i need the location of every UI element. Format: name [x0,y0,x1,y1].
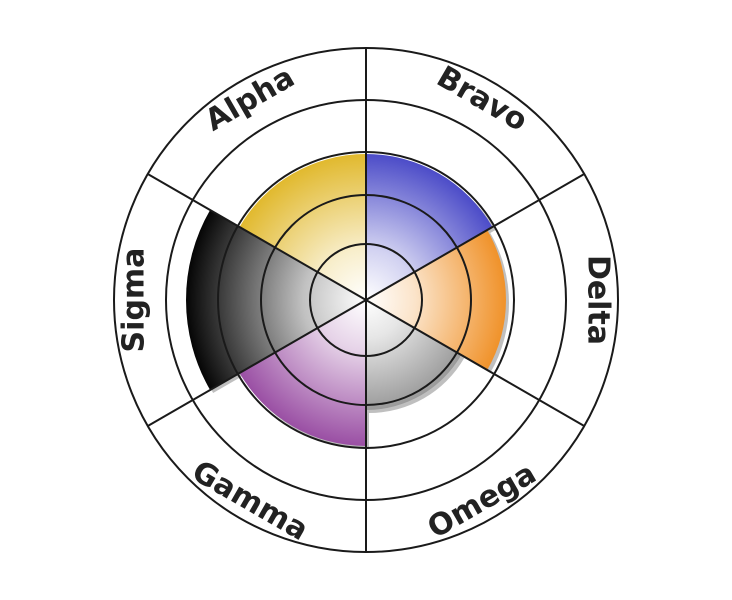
category-label-bravo: Bravo [431,59,533,138]
slice-delta [366,230,506,370]
grid-spoke-6 [147,299,367,427]
slice-alpha [239,154,366,300]
grid-spoke-1 [147,173,367,301]
grid-spoke-4 [365,299,585,427]
slice-sigma [186,210,366,390]
category-label-alpha: Alpha [199,60,300,139]
chart-slices [186,154,506,446]
slice-gamma [239,300,366,446]
polar-grid [113,47,619,553]
slice-omega [366,300,462,410]
slice-bravo [366,154,493,300]
category-label-omega: Omega [422,456,542,546]
category-label-sigma: Sigma [117,248,152,353]
grid-spoke-3 [365,173,585,301]
category-label-gamma: Gamma [186,454,314,548]
category-label-delta: Delta [581,255,616,345]
